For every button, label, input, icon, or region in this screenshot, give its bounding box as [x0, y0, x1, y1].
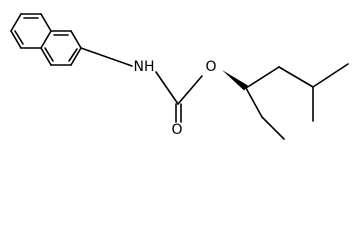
structure-canvas: NH O O: [10, 13, 349, 140]
bond: [70, 47, 82, 66]
double-bond-inner: [68, 48, 78, 62]
naphthalene-group: [10, 13, 82, 66]
bond-aryl-nh: [80, 47, 133, 67]
bond-ethyl-ch2: [245, 87, 263, 118]
nh-label: NH: [134, 59, 155, 75]
bond-isobutyl-me1: [312, 63, 349, 88]
ester-oxygen-label: O: [205, 59, 216, 75]
bond: [40, 13, 52, 32]
bond-nh-carbonyl: [155, 71, 179, 105]
bond-ethyl-ch3: [261, 116, 285, 140]
bond: [40, 47, 52, 66]
bond: [70, 30, 82, 49]
bond: [40, 30, 52, 49]
bond-isobutyl-ch2: [245, 66, 280, 89]
double-bond-inner: [44, 47, 54, 62]
molecule-drawing: NH O O: [10, 13, 349, 140]
bond: [10, 30, 22, 49]
bond-isobutyl-ch: [278, 66, 314, 88]
double-bond-inner: [14, 30, 24, 45]
carbonyl-oxygen-label: O: [171, 122, 182, 138]
bond: [10, 13, 22, 32]
bond-carbonyl-ester-o: [177, 75, 203, 105]
stereo-wedge-bond: [222, 70, 248, 91]
